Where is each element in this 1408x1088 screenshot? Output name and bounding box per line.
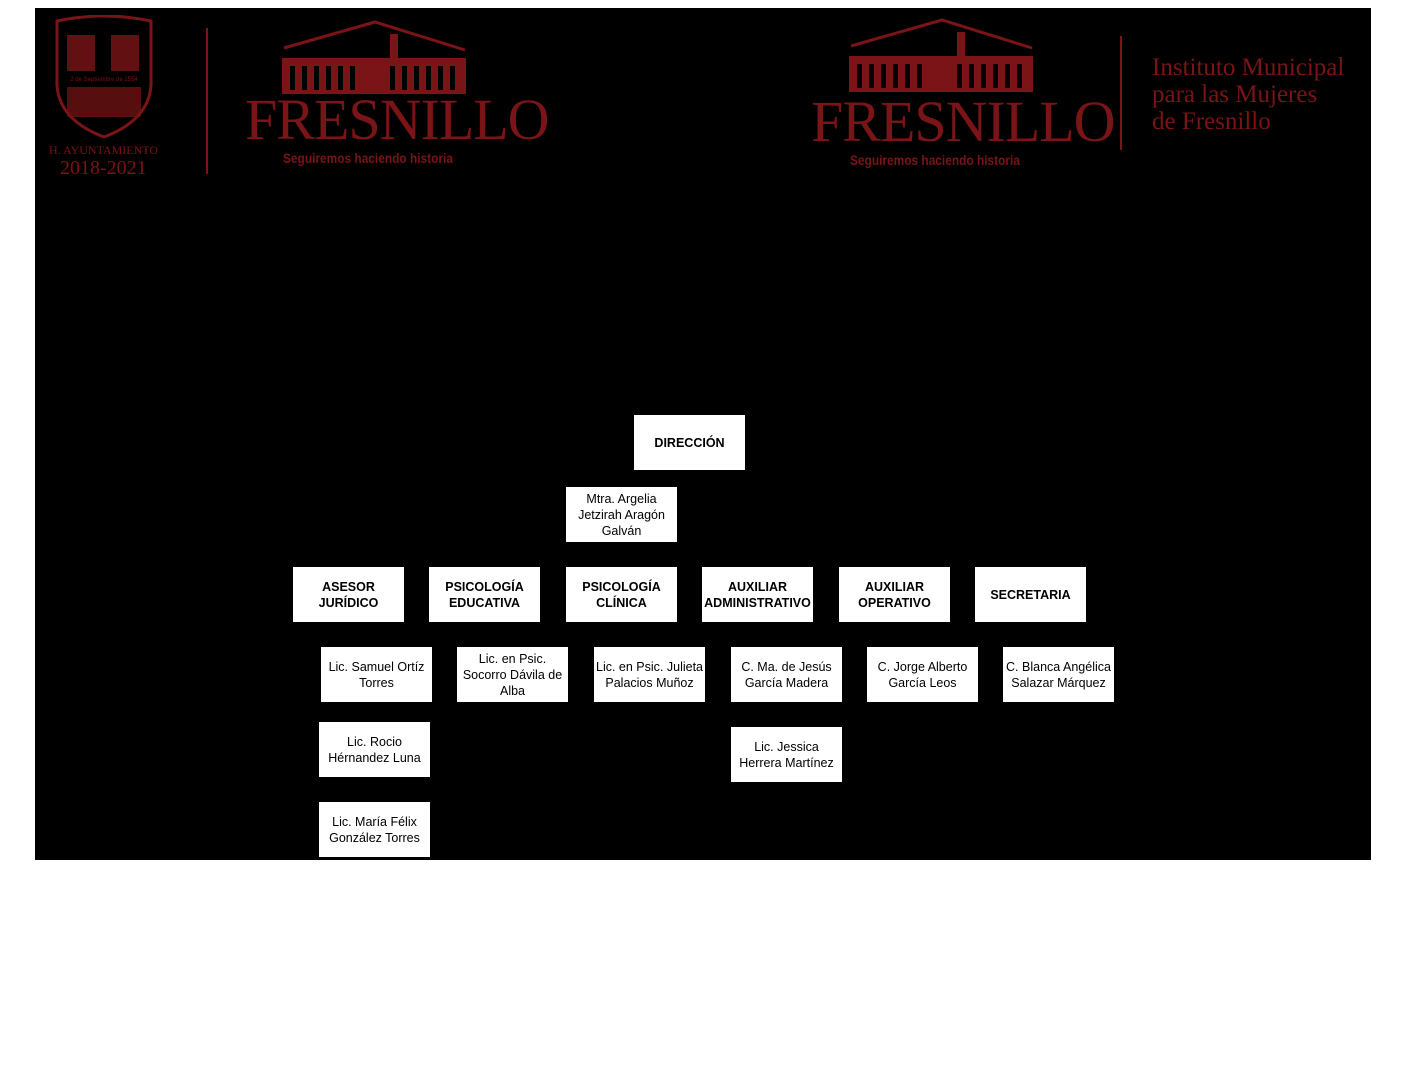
ayuntamiento-label: H. AYUNTAMIENTO (49, 143, 159, 157)
person-box: Lic. en Psic. Socorro Dávila de Alba (457, 647, 568, 702)
institute-line: de Fresnillo (1152, 108, 1271, 135)
divider (206, 28, 208, 174)
ayuntamiento-shield-logo: 2 de Septiembre de 1554 (53, 14, 155, 140)
person-box: Lic. en Psic. Julieta Palacios Muñoz (594, 647, 705, 702)
fresnillo-logo-text-right: FRESNILLO (811, 89, 1116, 154)
fresnillo-logo-text: FRESNILLO (245, 87, 550, 152)
person-box: C. Ma. de Jesús García Madera (731, 647, 842, 702)
dept-psicologia-educativa: PSICOLOGÍA EDUCATIVA (429, 567, 540, 622)
institute-line: Instituto Municipal (1152, 54, 1345, 81)
slogan-right: Seguiremos haciendo historia (850, 152, 1020, 168)
direction-box: DIRECCIÓN (634, 415, 745, 470)
dept-secretaria: SECRETARIA (975, 567, 1086, 622)
institute-name: Instituto Municipal para las Mujeres de … (1152, 54, 1344, 135)
person-box: C. Jorge Alberto García Leos (867, 647, 978, 702)
person-box: Lic. Samuel Ortíz Torres (321, 647, 432, 702)
slogan: Seguiremos haciendo historia (283, 150, 453, 166)
fresnillo-monument-icon-right (847, 18, 1037, 98)
fresnillo-monument-icon (280, 20, 470, 100)
dept-auxiliar-administrativo: AUXILIAR ADMINISTRATIVO (702, 567, 813, 622)
person-box: Lic. Rocio Hérnandez Luna (319, 722, 430, 777)
dept-psicologia-clinica: PSICOLOGÍA CLÍNICA (566, 567, 677, 622)
dept-asesor-juridico: ASESOR JURÍDICO (293, 567, 404, 622)
institute-line: para las Mujeres (1152, 81, 1318, 108)
person-box: C. Blanca Angélica Salazar Márquez (1003, 647, 1114, 702)
person-box: Lic. María Félix González Torres (319, 802, 430, 857)
period-label: 2018-2021 (60, 157, 147, 179)
dept-auxiliar-operativo: AUXILIAR OPERATIVO (839, 567, 950, 622)
divider-right (1120, 36, 1122, 150)
org-chart-page: 2 de Septiembre de 1554 H. AYUNTAMIENTO … (35, 8, 1371, 860)
svg-text:2 de Septiembre de 1554: 2 de Septiembre de 1554 (70, 77, 138, 83)
director-name: Mtra. Argelia Jetzirah Aragón Galván (566, 487, 677, 542)
person-box: Lic. Jessica Herrera Martínez (731, 727, 842, 782)
